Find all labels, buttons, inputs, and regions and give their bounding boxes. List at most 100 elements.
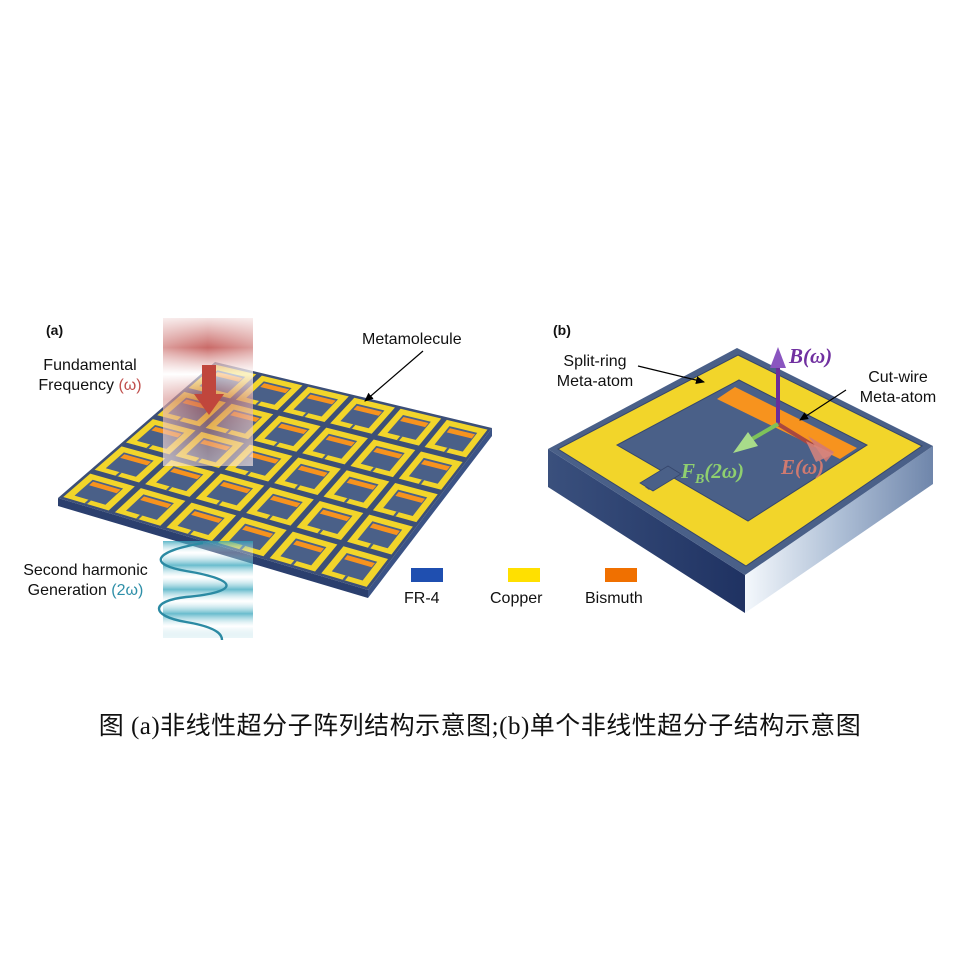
split-ring-label-line1: Split-ring — [563, 353, 627, 370]
legend-swatch-copper — [508, 568, 540, 582]
cell-cut-wire — [395, 491, 425, 503]
cell-window — [333, 476, 379, 503]
vector-e-label: E(ω) — [781, 455, 825, 479]
panel-a-array — [58, 318, 492, 641]
panel-a-tag: (a) — [46, 322, 64, 338]
cell-gap — [146, 444, 153, 449]
cell-window — [206, 479, 254, 506]
cell-gap — [115, 472, 122, 477]
shg-label-line1: Second harmonic — [23, 562, 148, 579]
vector-b-arrow — [770, 347, 786, 424]
cell-gap — [266, 514, 273, 520]
cell-cut-wire — [400, 416, 429, 428]
cell-cut-wire — [140, 496, 172, 509]
cell-cut-wire — [346, 478, 377, 490]
cell-window — [256, 493, 303, 520]
fundamental-label: Fundamental Frequency (ω) — [20, 356, 160, 396]
cell-cut-wire — [120, 454, 152, 466]
cut-wire-bismuth — [717, 387, 857, 459]
vector-f-arg: (2ω) — [704, 459, 745, 483]
vector-f-subscript: B — [695, 472, 705, 488]
cell-gap — [396, 436, 403, 441]
cell-window — [264, 421, 310, 447]
cell-gap — [317, 529, 324, 535]
cell-cut-wire — [297, 465, 328, 477]
cell-cut-wire — [277, 423, 308, 435]
cell-cut-wire — [373, 447, 403, 459]
cell-window — [383, 489, 428, 517]
metamolecule-pointer — [364, 350, 424, 402]
cell-window — [284, 463, 331, 490]
vector-f-main: F — [681, 459, 696, 483]
cell-cut-wire — [89, 481, 121, 494]
cell-gap — [302, 412, 309, 418]
cut-wire-label-line1: Cut-wire — [868, 369, 928, 386]
metamolecule-label: Metamolecule — [362, 331, 462, 348]
fundamental-label-line2: Frequency (ω) — [20, 376, 160, 396]
cell-cut-wire — [353, 405, 383, 416]
legend-label-copper: Copper — [490, 590, 543, 607]
legend-label-fr4: FR-4 — [404, 590, 440, 607]
cell-gap — [321, 454, 328, 460]
cell-gap — [255, 400, 262, 406]
fundamental-label-line1: Fundamental — [43, 357, 137, 374]
vector-f-label: FB(2ω) — [681, 461, 744, 490]
cell-gap — [290, 560, 297, 566]
cell-gap — [443, 447, 450, 453]
cell-window — [357, 521, 403, 549]
panel-b-unit-cell — [548, 347, 933, 613]
cell-cut-wire — [242, 525, 274, 538]
split-ring-pointer — [637, 365, 705, 385]
cell-gap — [367, 543, 374, 549]
cell-cut-wire — [170, 468, 201, 480]
cell-window — [156, 466, 204, 492]
cell-cut-wire — [421, 459, 451, 471]
panel-b-tag: (b) — [553, 322, 571, 338]
legend-swatch-fr4 — [411, 568, 443, 582]
cell-window — [312, 433, 358, 459]
vector-f-arrow — [733, 422, 779, 453]
cut-wire-label-line2: Meta-atom — [859, 389, 937, 406]
cell-cut-wire — [248, 452, 280, 464]
cell-gap — [244, 471, 252, 476]
vector-e-arrow — [776, 422, 834, 462]
shg-label: Second harmonic Generation (2ω) — [8, 561, 163, 601]
unit-substrate-left-side — [548, 449, 745, 613]
legend-swatch-bismuth — [605, 568, 637, 582]
split-ring-label: Split-ring Meta-atom — [540, 352, 650, 392]
array-substrate-side-right — [368, 428, 492, 598]
cell-gap — [187, 530, 194, 535]
cell-cut-wire — [446, 428, 476, 439]
omega-symbol: (ω) — [118, 377, 142, 394]
cell-cut-wire — [260, 383, 290, 394]
cell-gap — [84, 499, 92, 505]
shg-beam — [163, 541, 253, 638]
shg-text: Generation — [27, 582, 112, 599]
cell-cut-wire — [306, 394, 336, 405]
cell-gap — [418, 479, 425, 485]
cell-cut-wire — [191, 511, 223, 523]
vector-b-label: B(ω) — [789, 344, 833, 368]
cell-gap — [273, 441, 280, 447]
cell-gap — [165, 486, 173, 491]
cell-cut-wire — [220, 481, 251, 494]
cell-window — [126, 494, 174, 520]
cell-window — [307, 507, 353, 534]
down-arrow-icon — [194, 365, 224, 415]
cut-wire-label: Cut-wire Meta-atom — [848, 368, 948, 408]
cell-cut-wire — [269, 495, 301, 508]
split-ring-label-line2: Meta-atom — [556, 373, 634, 390]
cell-gap — [216, 500, 223, 506]
cell-gap — [294, 484, 301, 490]
two-omega-symbol: (2ω) — [111, 582, 144, 599]
unit-substrate-right-side — [745, 446, 933, 613]
cell-gap — [393, 511, 399, 517]
cell-window — [280, 538, 327, 566]
fundamental-text: Frequency — [38, 377, 119, 394]
cell-cut-wire — [369, 523, 400, 536]
legend-label-bismuth: Bismuth — [585, 590, 643, 607]
cell-window — [74, 479, 124, 505]
cell-gap — [343, 498, 350, 503]
